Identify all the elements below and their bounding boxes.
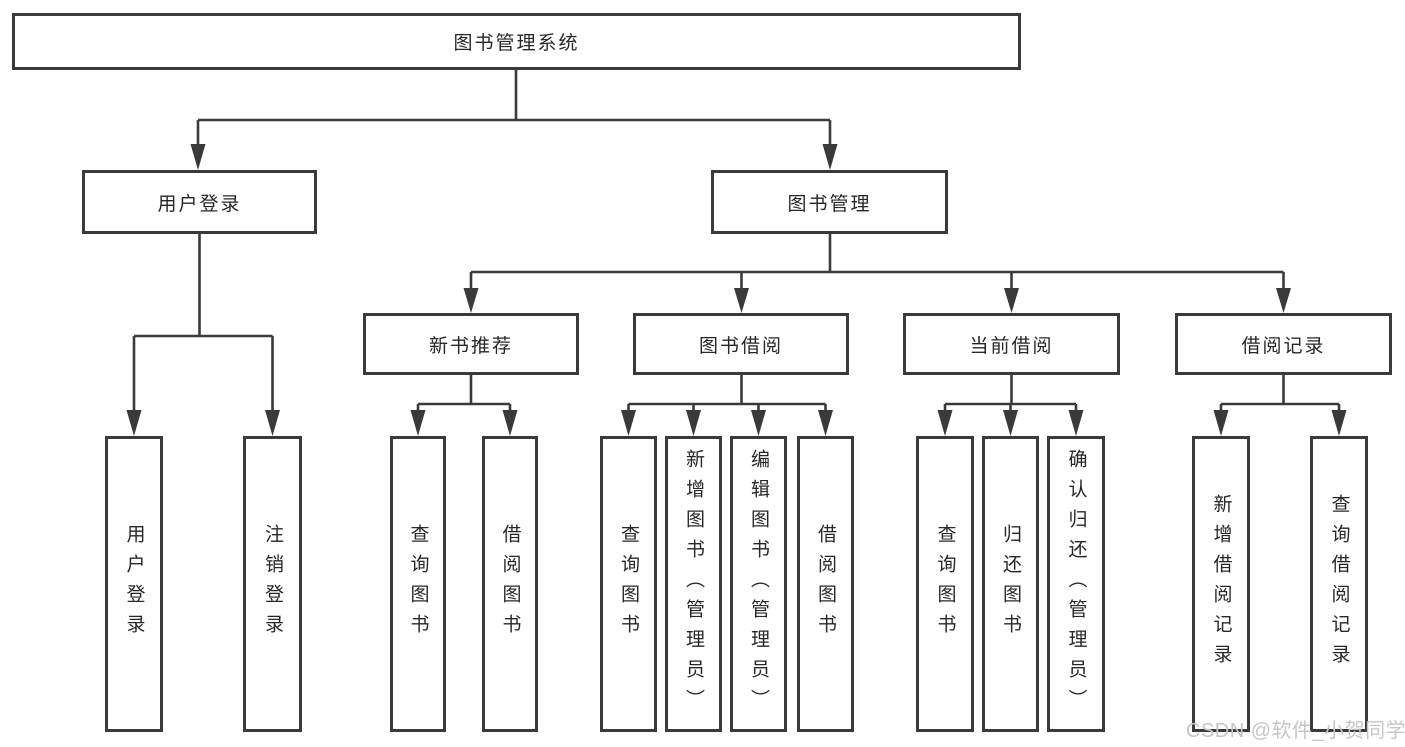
node-book-management: 图书管理 [711, 170, 948, 234]
node-label: 用户登录 [157, 193, 242, 215]
leaf-confirm-return-admin: 确认归还（管理员） [1047, 436, 1105, 732]
leaf-query-books-borrowing: 查询图书 [600, 436, 657, 732]
node-label: 新增图书（管理员） [683, 449, 704, 719]
node-current-borrowing: 当前借阅 [903, 313, 1120, 375]
leaf-logout: 注销登录 [243, 436, 302, 732]
node-label: 新书推荐 [428, 335, 513, 357]
node-label: 查询图书 [934, 524, 956, 644]
node-label: 借阅图书 [499, 524, 521, 644]
node-library-management-system: 图书管理系统 [12, 13, 1021, 70]
node-user-login: 用户登录 [82, 170, 317, 234]
leaf-query-books-current: 查询图书 [916, 436, 974, 732]
node-label: 新增借阅记录 [1210, 494, 1232, 674]
leaf-borrow-books-borrowing: 借阅图书 [797, 436, 854, 732]
node-label: 用户登录 [123, 524, 145, 644]
leaf-query-borrow-record: 查询借阅记录 [1310, 436, 1368, 732]
node-label: 归还图书 [1000, 524, 1021, 644]
node-label: 编辑图书（管理员） [748, 449, 769, 719]
leaf-query-books-recommend: 查询图书 [390, 436, 446, 732]
node-new-book-recommend: 新书推荐 [363, 313, 579, 375]
node-label: 查询借阅记录 [1328, 494, 1350, 674]
node-label: 查询图书 [407, 524, 429, 644]
node-label: 借阅记录 [1241, 335, 1326, 357]
node-label: 当前借阅 [969, 335, 1054, 357]
node-label: 图书管理系统 [453, 33, 580, 54]
csdn-watermark: CSDN @软件_小贺同学 [1186, 720, 1405, 742]
leaf-return-books: 归还图书 [982, 436, 1039, 732]
node-label: 确认归还（管理员） [1065, 449, 1087, 719]
node-label: 图书借阅 [698, 335, 783, 357]
leaf-add-borrow-record: 新增借阅记录 [1192, 436, 1250, 732]
node-label: 借阅图书 [815, 524, 836, 644]
node-label: 图书管理 [787, 193, 872, 215]
node-label: 注销登录 [262, 524, 283, 644]
node-borrowing-records: 借阅记录 [1175, 313, 1392, 375]
leaf-edit-books-admin: 编辑图书（管理员） [730, 436, 787, 732]
leaf-borrow-books-recommend: 借阅图书 [482, 436, 538, 732]
node-label: 查询图书 [618, 524, 639, 644]
node-book-borrowing: 图书借阅 [633, 313, 849, 375]
leaf-add-books-admin: 新增图书（管理员） [665, 436, 722, 732]
leaf-user-login: 用户登录 [105, 436, 163, 732]
